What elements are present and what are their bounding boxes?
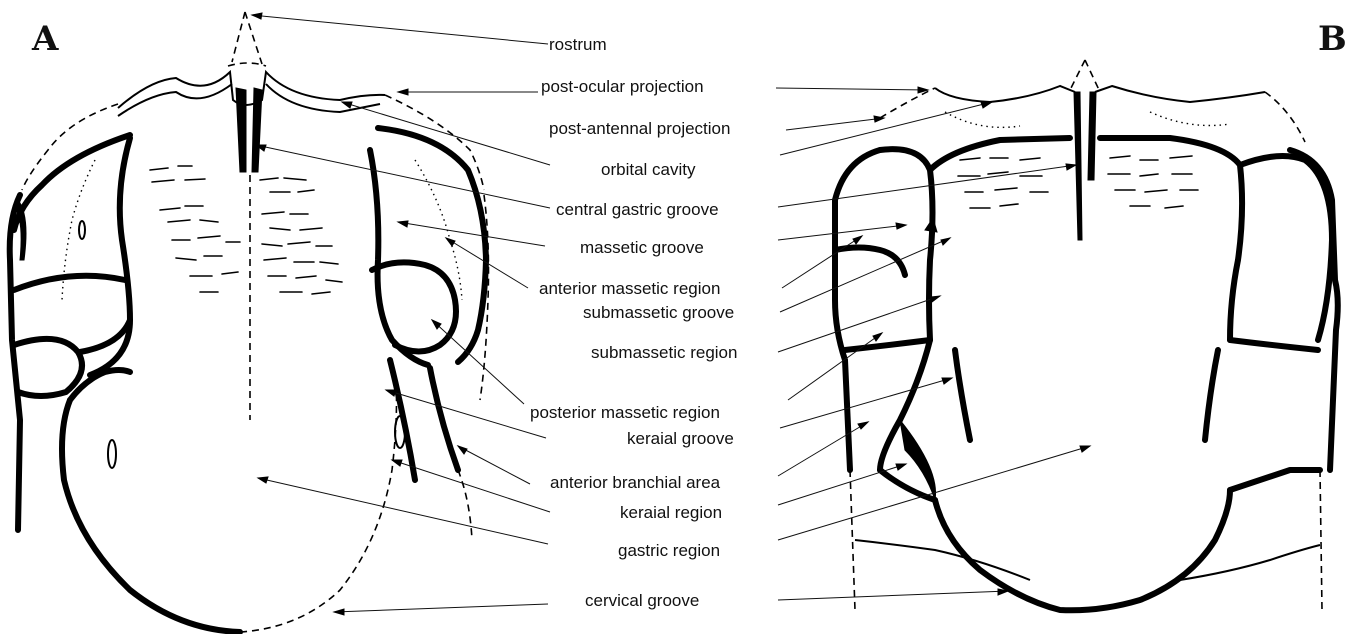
leader-keraial-groove-a [386,390,546,438]
label-central-gastric-groove: central gastric groove [556,200,719,219]
leader-post-ocular-b [776,88,928,90]
label-submassetic-region: submassetic region [591,343,737,362]
leader-gastric-region-a [258,478,548,544]
carapace-drawing-a [10,12,489,632]
leader-submassetic-region-2 [788,333,882,400]
label-cervical-groove: cervical groove [585,591,699,610]
leader-cervical-groove-a [334,604,548,612]
leader-central-gastric-a [256,145,550,208]
label-post-ocular-projection: post-ocular projection [541,77,704,96]
label-anterior-branchial-area: anterior branchial area [550,473,721,492]
panel-letter-b: B [1318,19,1347,59]
leader-keraial-region-b [778,464,906,505]
label-orbital-cavity: orbital cavity [601,160,696,179]
panel-letter-a: A [31,19,59,59]
label-keraial-region: keraial region [620,503,722,522]
label-submassetic-groove: submassetic groove [583,303,734,322]
leader-cervical-groove-b [778,591,1008,600]
leader-anterior-branchial-a [458,446,530,484]
leader-anterior-branchial-b [778,422,868,476]
label-gastric-region: gastric region [618,541,720,560]
leader-anterior-massetic-b [782,236,862,288]
leader-massetic-groove-a [398,222,545,246]
label-keraial-groove: keraial groove [627,429,734,448]
leader-post-antennal [786,118,884,130]
labels: rostrum post-ocular projection post-ante… [530,35,737,610]
leader-keraial-groove-b [780,378,952,428]
leader-central-gastric-b [778,165,1076,207]
leader-massetic-groove-b [778,225,906,240]
label-anterior-massetic-region: anterior massetic region [539,279,720,298]
label-posterior-massetic-region: posterior massetic region [530,403,720,422]
carapace-drawing-b [835,60,1338,610]
label-rostrum: rostrum [549,35,607,54]
leader-rostrum [252,15,548,44]
label-massetic-groove: massetic groove [580,238,704,257]
leader-gastric-region-b [778,446,1090,540]
label-post-antennal-projection: post-antennal projection [549,119,730,138]
leader-keraial-region-a [392,460,550,512]
